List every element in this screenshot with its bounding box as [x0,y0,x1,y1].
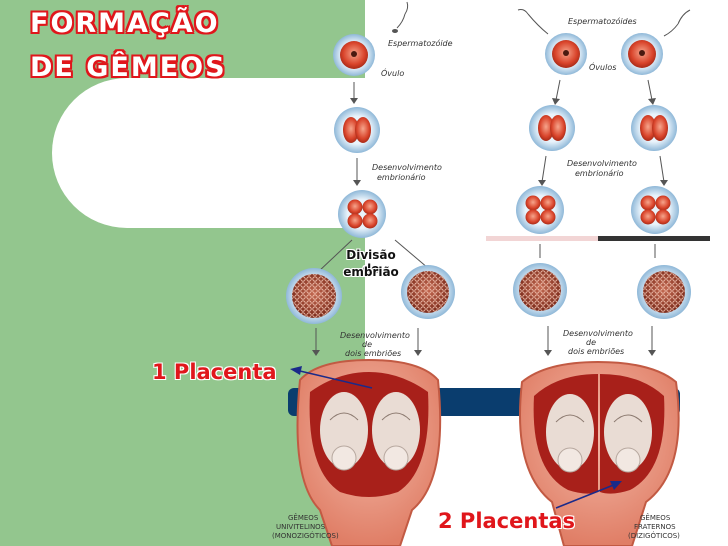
left-sperm-label: Espermatozóide [388,38,453,48]
left-four-cell-halo [338,190,386,238]
left-development-label-1a: Desenvolvimento [372,163,442,172]
left-uterus [296,358,442,546]
right-caption-line-2: FRATERNOS [634,523,676,531]
left-development-label-2b: de [362,340,372,349]
left-development-label-1b: embrionário [377,173,426,182]
left-sperm [392,1,409,33]
slide-title-line-2: DE GÊMEOS [30,52,227,83]
division-label-line-1: Divisão do [346,248,396,276]
right-uterus [519,360,680,546]
left-caption-line-1: GÊMEOS [288,513,319,522]
left-two-cell-a [343,117,359,143]
left-caption-line-2: UNIVITELINOS [276,523,326,531]
right-caption-line-1: GÊMEOS [640,513,671,522]
left-caption-line-3: (MONOZIGÓTICOS) [272,531,339,540]
left-development-label-2a: Desenvolvimento [340,331,410,340]
left-development-label-2c: dois embriões [345,349,401,358]
left-ovum-label: Óvulo [381,67,404,78]
right-sperm [517,9,691,37]
right-development-label-2c: dois embriões [568,347,624,356]
right-sperm-label: Espermatozóides [568,16,637,26]
slide-title-line-1: FORMAÇÃO [30,8,220,39]
right-caption-line-3: (DIZIGÓTICOS) [628,531,680,540]
two-placentas-label: 2 Placentas [438,509,576,533]
division-label-line-2: embrião [343,265,399,279]
right-development-label-1a: Desenvolvimento [567,159,637,168]
right-development-label-1b: embrionário [575,169,624,178]
right-development-label-2b: de [586,338,596,347]
right-ova-label: Óvulos [589,61,616,72]
two-placentas-arrow [555,481,622,509]
white-rounded-shape [52,78,572,228]
left-two-cell-b [355,117,371,143]
one-placenta-label: 1 Placenta [152,360,277,384]
right-development-label-2a: Desenvolvimento [563,329,633,338]
one-placenta-arrow [290,366,373,389]
